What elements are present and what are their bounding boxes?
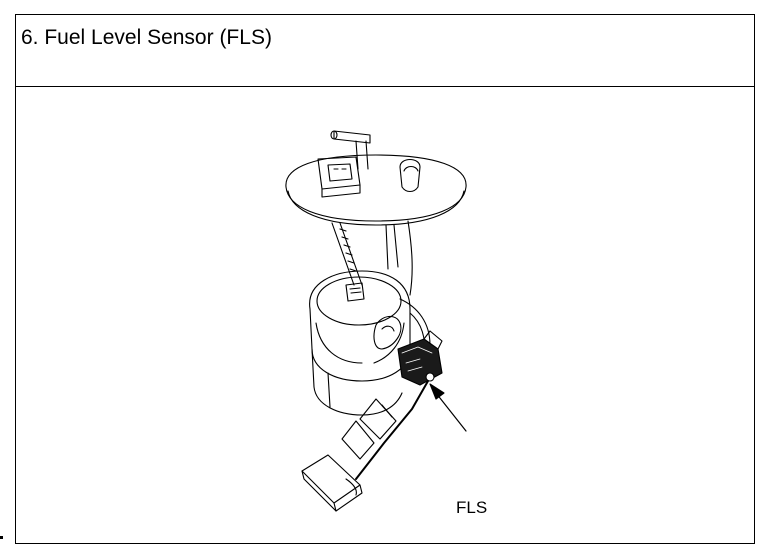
fls-callout-label: FLS xyxy=(456,498,488,517)
figure-area: FLS xyxy=(16,87,754,543)
edge-mark xyxy=(0,536,3,539)
document-frame: 6. Fuel Level Sensor (FLS) xyxy=(15,14,755,544)
float xyxy=(301,454,363,512)
return-fitting xyxy=(399,158,421,193)
callout-arrow xyxy=(429,383,467,432)
page-title: 6. Fuel Level Sensor (FLS) xyxy=(21,26,272,49)
title-row: 6. Fuel Level Sensor (FLS) xyxy=(16,15,754,87)
outlet-pipe xyxy=(330,130,371,170)
fuel-pump-assembly-illustration xyxy=(285,130,467,512)
fuel-level-sensor xyxy=(397,330,443,386)
guide-rods xyxy=(331,220,413,296)
flange-connector xyxy=(317,156,361,198)
reservoir-body xyxy=(309,270,411,416)
flange-plate xyxy=(285,154,467,226)
float-arm xyxy=(341,380,429,480)
